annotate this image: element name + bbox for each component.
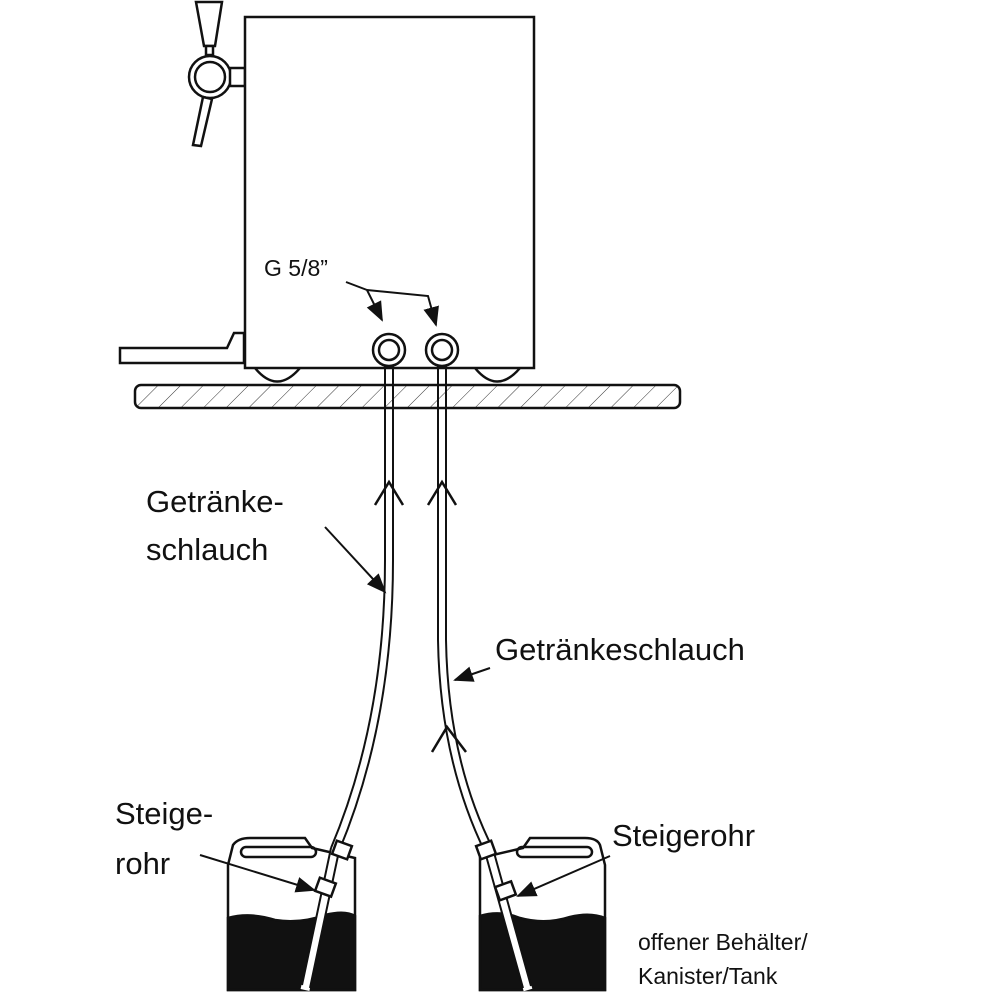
- hose-right-label: Getränkeschlauch: [495, 632, 745, 667]
- fitting-left: [371, 332, 407, 368]
- canister-right: [474, 836, 607, 992]
- riser-right-label: Steigerohr: [612, 818, 755, 853]
- hose-left-label-2: schlauch: [146, 532, 268, 567]
- flow-arrow-right-lower: [430, 724, 467, 753]
- riser-left-label-2: rohr: [115, 846, 170, 881]
- container-label-2: Kanister/Tank: [638, 963, 778, 989]
- tap-icon: [187, 0, 247, 148]
- hose-left-label-1: Getränke-: [146, 484, 284, 519]
- hose-left: [330, 366, 394, 852]
- fitting-label: G 5/8”: [264, 255, 328, 281]
- counter-top: [133, 383, 682, 410]
- flow-arrow-left: [373, 479, 405, 506]
- container-label-1: offener Behälter/: [638, 929, 808, 955]
- riser-left-label-1: Steige-: [115, 796, 213, 831]
- foot-left: [254, 367, 301, 383]
- drip-tray: [118, 331, 246, 365]
- hose-right: [437, 366, 494, 853]
- fitting-right: [424, 332, 460, 368]
- foot-right: [474, 367, 521, 383]
- leader-arrows: [199, 281, 611, 897]
- flow-arrow-right: [426, 479, 458, 506]
- canister-left: [226, 836, 357, 992]
- dispenser-cabinet: [243, 15, 536, 370]
